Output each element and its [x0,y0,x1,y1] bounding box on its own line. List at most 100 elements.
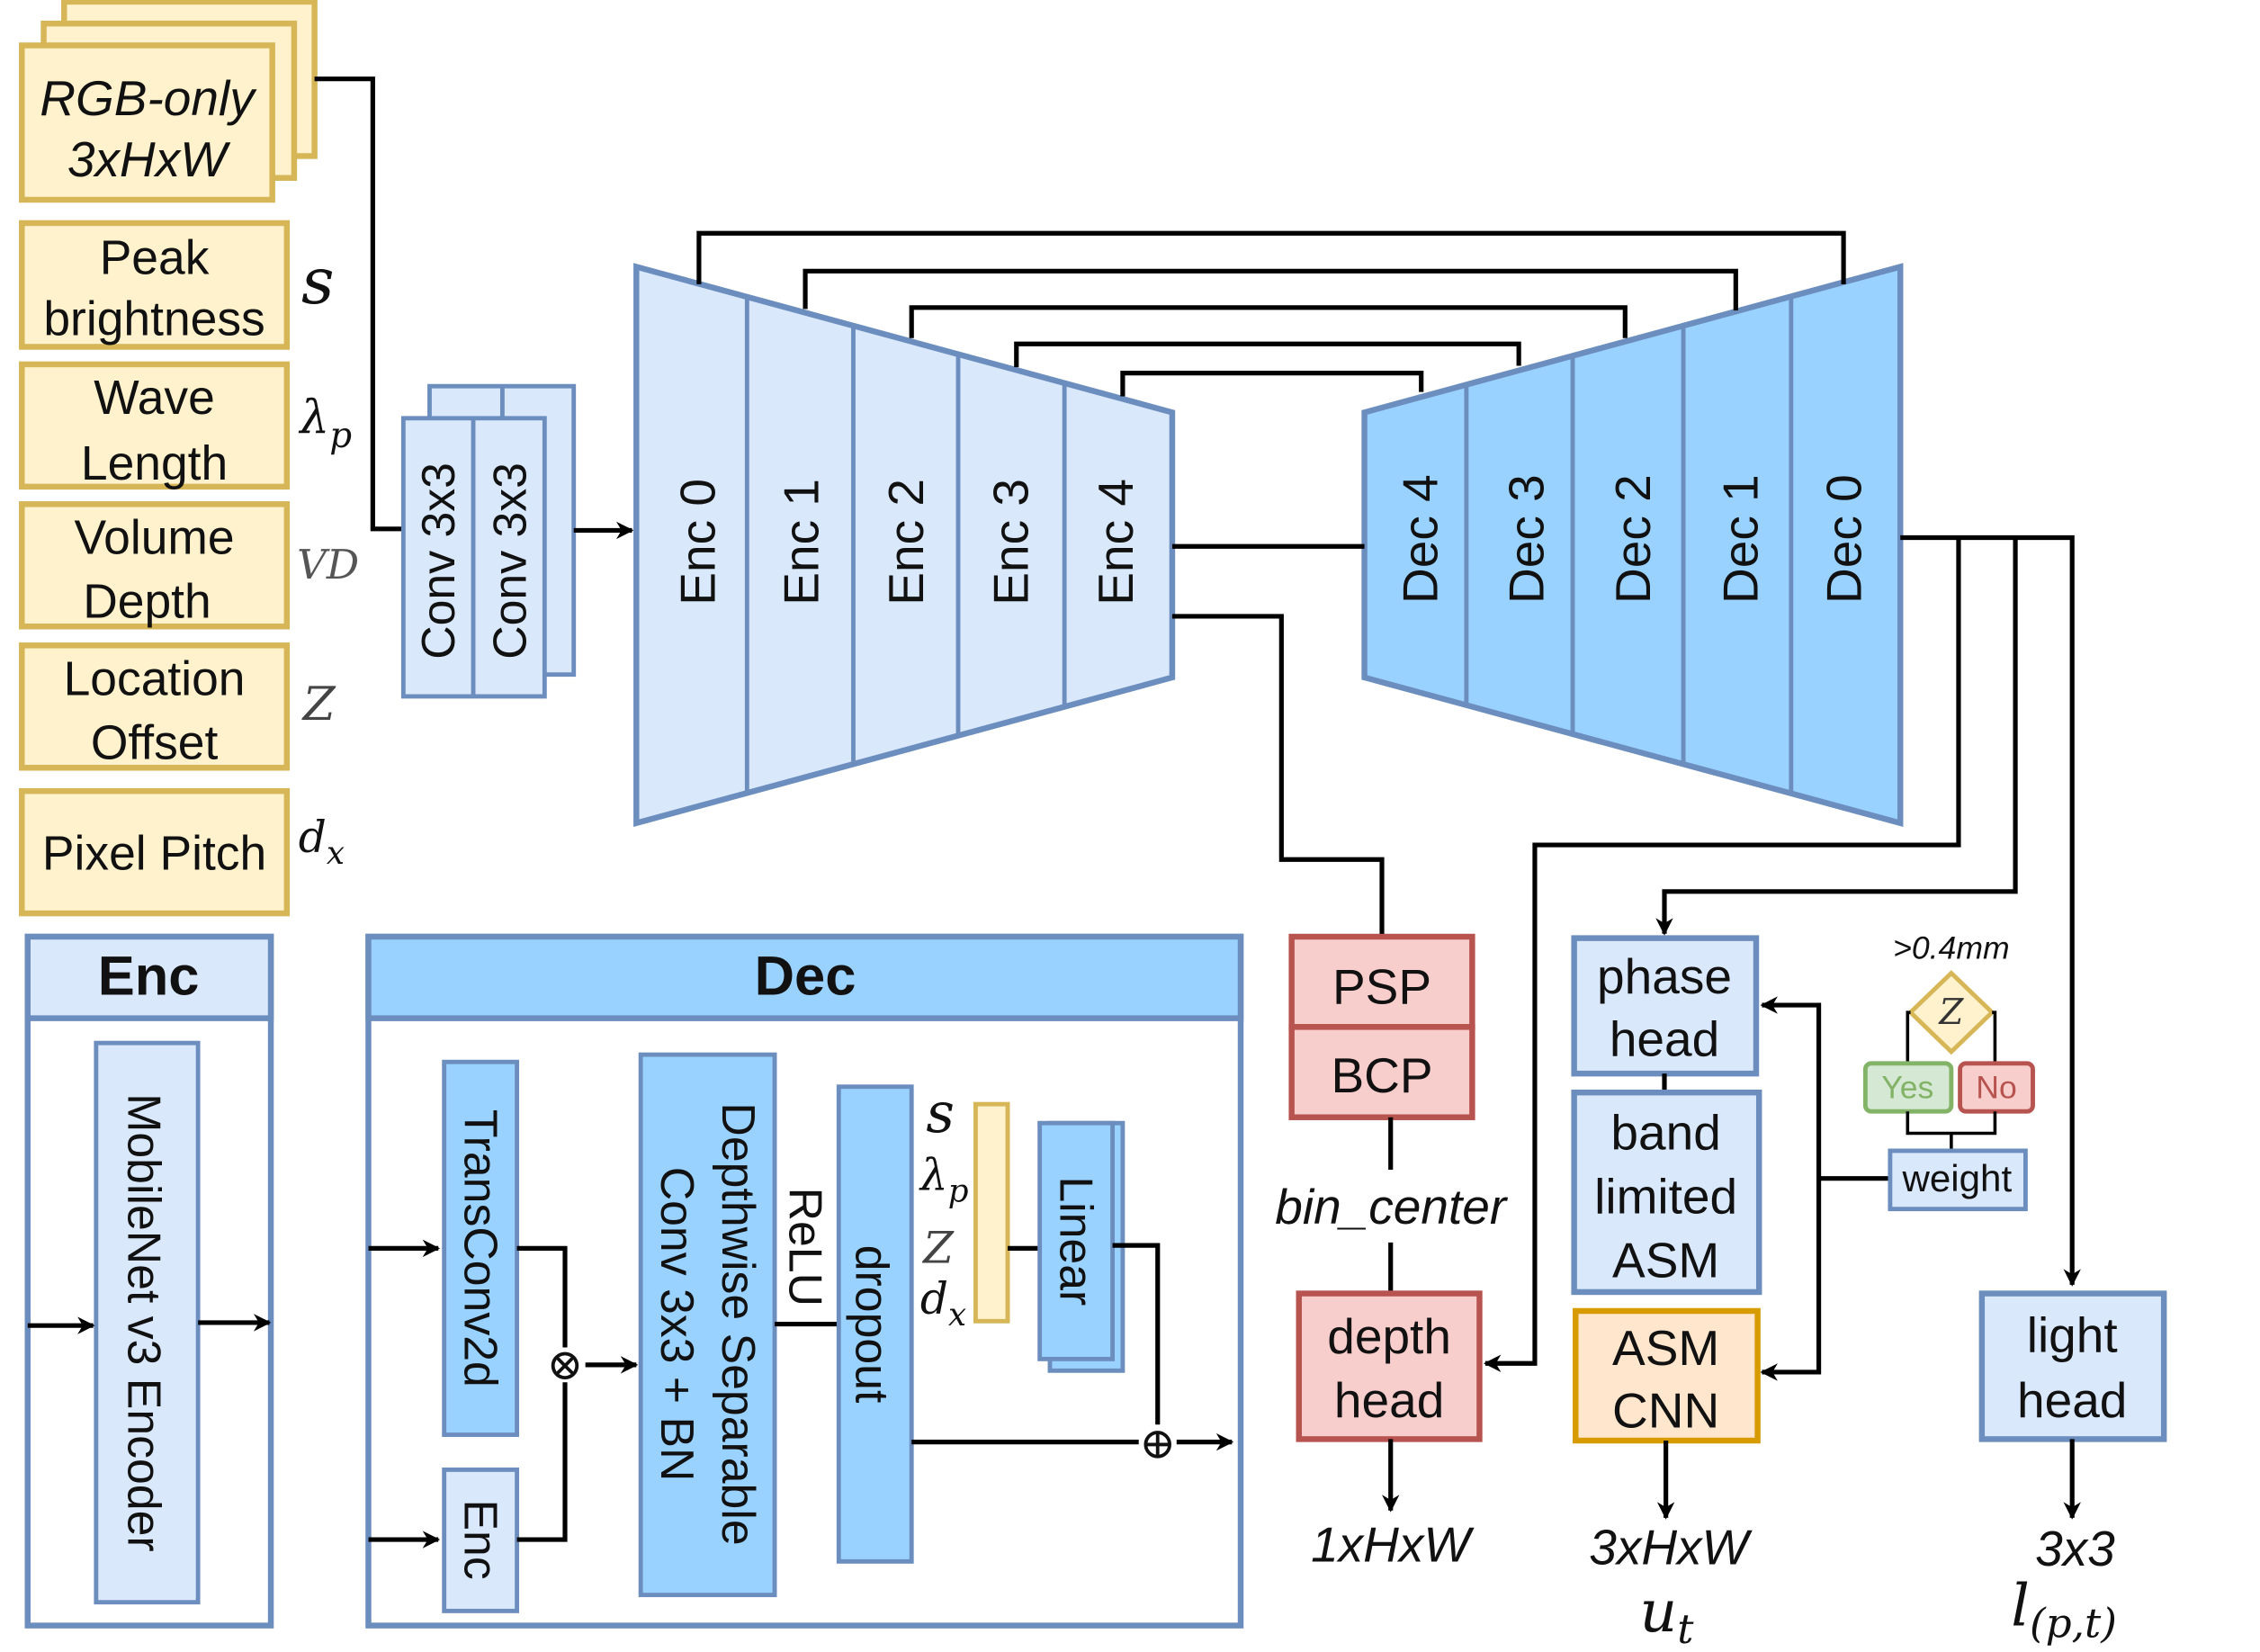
encoder-stage-label: Enc 4 [1088,479,1143,606]
dec-panel-header [365,933,1244,1021]
location-offset-line2: Offset [91,717,219,770]
wave-length-line1: Wave [94,372,215,425]
linear-stack [1037,1120,1126,1373]
threshold-label: >0.4mm [1893,929,2010,965]
peak-brightness-symbol: s [301,244,335,319]
volume-depth-line2: Depth [83,576,211,629]
weight-to-asm-arrow [1760,1178,1822,1381]
light-symbol: l(p,t) [2011,1573,2117,1648]
weight-label: weight [1902,1157,2013,1199]
mobilenet-label: MobileNet v3 Encoder [118,1093,170,1551]
decoder-stage-label: Dec 3 [1499,474,1555,604]
asm-cnn-box [1573,1307,1761,1444]
asm-cnn-line2: CNN [1612,1382,1719,1438]
volume-depth-symbol: VD [297,541,359,588]
encoder-to-psp-line [1171,614,1385,938]
encoder-block [633,263,1176,827]
light-output-shape: 3x3 [2035,1521,2115,1576]
psp-label: PSP [1332,958,1431,1014]
band-limited-line2: limited [1594,1169,1737,1225]
multiply-symbol: ⊗ [547,1340,584,1390]
cond-lambda-symbol: λp [919,1151,969,1210]
input-connector [314,76,404,532]
dec-enc-label: Enc [454,1499,507,1579]
bcp-label: BCP [1331,1047,1432,1103]
pixel-pitch-label: Pixel Pitch [42,828,266,881]
decoder-stage-label: Dec 1 [1713,474,1769,604]
decision-yes-line [1906,1010,1911,1064]
encoder-stage-label: Enc 1 [774,479,830,606]
weight-to-phase-arrow [1760,996,1890,1181]
linear-label: Linear [1050,1176,1102,1306]
asm-cnn-line1: ASM [1612,1320,1719,1376]
depth-output-shape: 1xHxW [1311,1516,1475,1572]
psp-box [1288,933,1475,1030]
decoder-stage-label: Dec 2 [1605,474,1661,604]
decision-no-line [1992,1010,1997,1064]
condition-vector [973,1101,1010,1324]
hologram-symbol: ut [1639,1578,1694,1652]
depth-head-box [1296,1290,1483,1442]
decision-symbol: Z [1938,992,1964,1033]
transconv-to-multiply-line [516,1245,568,1348]
relu-label: ReLU [779,1188,831,1306]
depthwise-line2: Conv 3x3 + BN [651,1167,704,1482]
volume-depth-line1: Volume [74,511,234,564]
dec-panel-title: Dec [755,946,856,1008]
skip-connections [696,230,1846,549]
conv-label-1: Conv 3x3 [412,462,464,660]
phase-head-line2: head [1610,1011,1719,1067]
dropout-block [836,1084,914,1564]
enc-panel-header [24,933,274,1021]
band-limited-line3: ASM [1612,1233,1719,1288]
decision-diamond [1907,970,1995,1055]
pixel-pitch-symbol: dx [299,813,345,872]
hologram-output-shape: 3xHxW [1589,1520,1753,1576]
no-box [1958,1061,2035,1114]
peak-brightness-line2: brightness [43,293,265,346]
dec-to-depth-head-arrow [1483,537,1961,1372]
encoder-stage-label: Enc 0 [670,479,726,606]
rgb-input-stack [19,0,318,203]
wave-length-box [19,361,291,490]
add-symbol: ⊕ [1139,1418,1176,1468]
location-offset-box [19,642,291,771]
encoder-stage-label: Enc 2 [878,479,934,606]
depthwise-line1: Depthwise Separable [713,1102,765,1545]
depth-head-line2: head [1334,1372,1444,1428]
depth-head-line1: depth [1327,1308,1451,1364]
dec-to-phase-head-arrow [1655,537,2018,936]
phase-head-line1: phase [1597,948,1732,1004]
band-limited-asm-box [1571,1089,1762,1296]
transconv-label: TransConv2d [454,1109,507,1387]
enc-panel-title: Enc [98,946,200,1008]
light-head-box [1978,1290,2167,1442]
decoder-stage-label: Dec 0 [1816,474,1872,604]
wave-length-line2: Length [81,437,228,490]
peak-brightness-box [19,220,291,350]
decoder-stage-label: Dec 4 [1393,474,1448,604]
bcp-box [1288,1024,1475,1120]
encoder-stage-label: Enc 3 [983,479,1039,606]
rgb-input-label: RGB-only [40,70,257,126]
conv-stack [400,383,577,699]
rgb-input-shape: 3xHxW [67,131,231,187]
yes-box [1862,1061,1954,1114]
weight-box [1888,1148,2028,1212]
decision-merge-line [1906,1111,1997,1151]
cond-z-symbol: Z [921,1224,955,1274]
bin-center-label: bin_center [1275,1179,1509,1235]
light-head-line2: head [2017,1372,2127,1428]
decoder-block [1361,263,1904,827]
light-head-line1: light [2027,1306,2118,1362]
yes-label: Yes [1881,1070,1933,1106]
mobilenet-block [94,1040,201,1605]
band-limited-line1: band [1610,1104,1720,1160]
conv-label-2: Conv 3x3 [483,462,535,660]
enc-to-multiply-line [516,1382,568,1542]
wave-length-symbol: λp [298,391,352,456]
location-offset-line1: Location [64,652,246,705]
cond-d-symbol: dx [920,1274,966,1333]
volume-depth-box [19,501,291,630]
location-offset-symbol: Z [301,678,336,732]
